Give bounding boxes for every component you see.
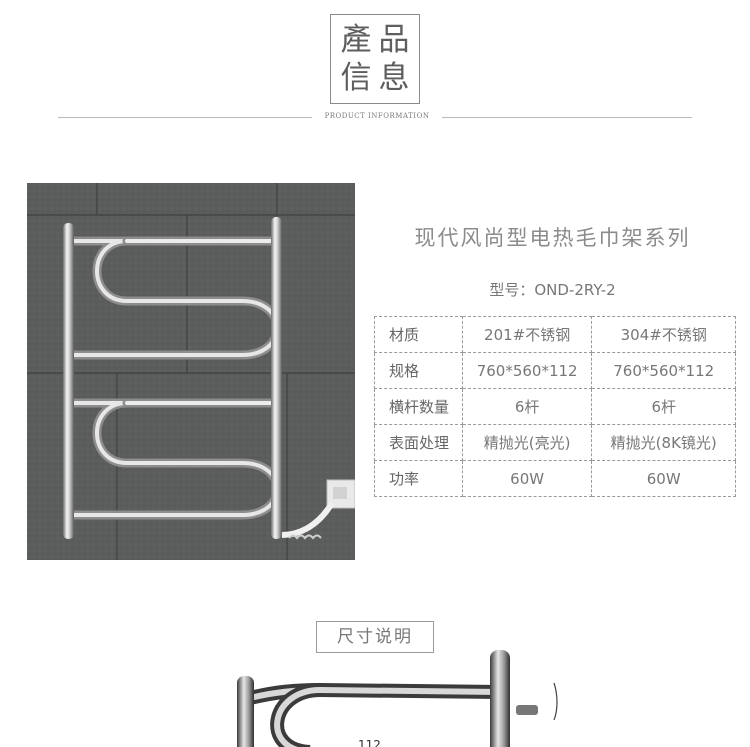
product-title: 现代风尚型电热毛巾架系列 [414, 226, 691, 250]
stamp-char-1: 產 [340, 22, 372, 58]
spec-value-304: 6杆 [591, 388, 736, 425]
towel-rack-photo-icon [27, 183, 355, 560]
spec-label: 横杆数量 [374, 388, 463, 425]
spec-value-201: 760*560*112 [461, 352, 593, 389]
spec-label: 规格 [374, 352, 463, 389]
spec-row-power: 功率 60W 60W [374, 460, 736, 497]
spec-value-304: 760*560*112 [591, 352, 736, 389]
product-photo [27, 183, 355, 560]
spec-row-finish: 表面处理 精抛光(亮光) 精抛光(8K镜光) [374, 424, 736, 461]
product-info-stamp: 產 品 信 息 [330, 14, 420, 104]
spec-table: 材质 201#不锈钢 304#不锈钢 规格 760*560*112 760*56… [374, 316, 736, 497]
model-label: 型号： [489, 281, 535, 299]
section-subtitle: PRODUCT INFORMATION [324, 112, 430, 120]
size-section-title: 尺寸说明 [316, 621, 434, 653]
spec-label: 材质 [374, 316, 463, 353]
spec-value-201: 精抛光(亮光) [461, 424, 593, 461]
product-drawing [200, 640, 600, 747]
model-value: OND-2RY-2 [534, 281, 616, 299]
dimension-label: 112 [358, 738, 381, 747]
product-model: 型号：OND-2RY-2 [365, 279, 740, 300]
stamp-char-3: 信 [340, 60, 372, 96]
towel-rack-drawing-icon [237, 650, 558, 747]
stamp-char-2: 品 [378, 22, 410, 58]
spec-value-201: 60W [461, 460, 593, 497]
spec-row-material: 材质 201#不锈钢 304#不锈钢 [374, 316, 736, 353]
spec-value-201: 201#不锈钢 [461, 316, 593, 353]
spec-value-304: 304#不锈钢 [591, 316, 736, 353]
spec-label: 表面处理 [374, 424, 463, 461]
spec-value-201: 6杆 [461, 388, 593, 425]
header-divider-left [58, 117, 312, 118]
header-divider-right [442, 117, 692, 118]
spec-row-size: 规格 760*560*112 760*560*112 [374, 352, 736, 389]
spec-label: 功率 [374, 460, 463, 497]
spec-value-304: 60W [591, 460, 736, 497]
spec-value-304: 精抛光(8K镜光) [591, 424, 736, 461]
spec-row-bars: 横杆数量 6杆 6杆 [374, 388, 736, 425]
stamp-char-4: 息 [378, 60, 410, 96]
